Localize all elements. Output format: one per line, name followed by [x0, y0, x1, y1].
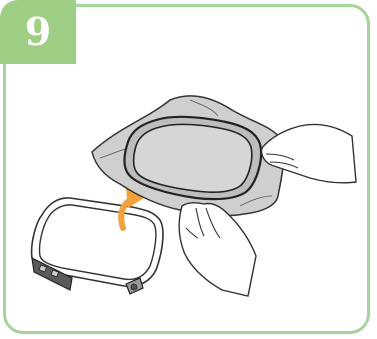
outer-hoop [32, 198, 163, 294]
left-hand [179, 203, 256, 296]
